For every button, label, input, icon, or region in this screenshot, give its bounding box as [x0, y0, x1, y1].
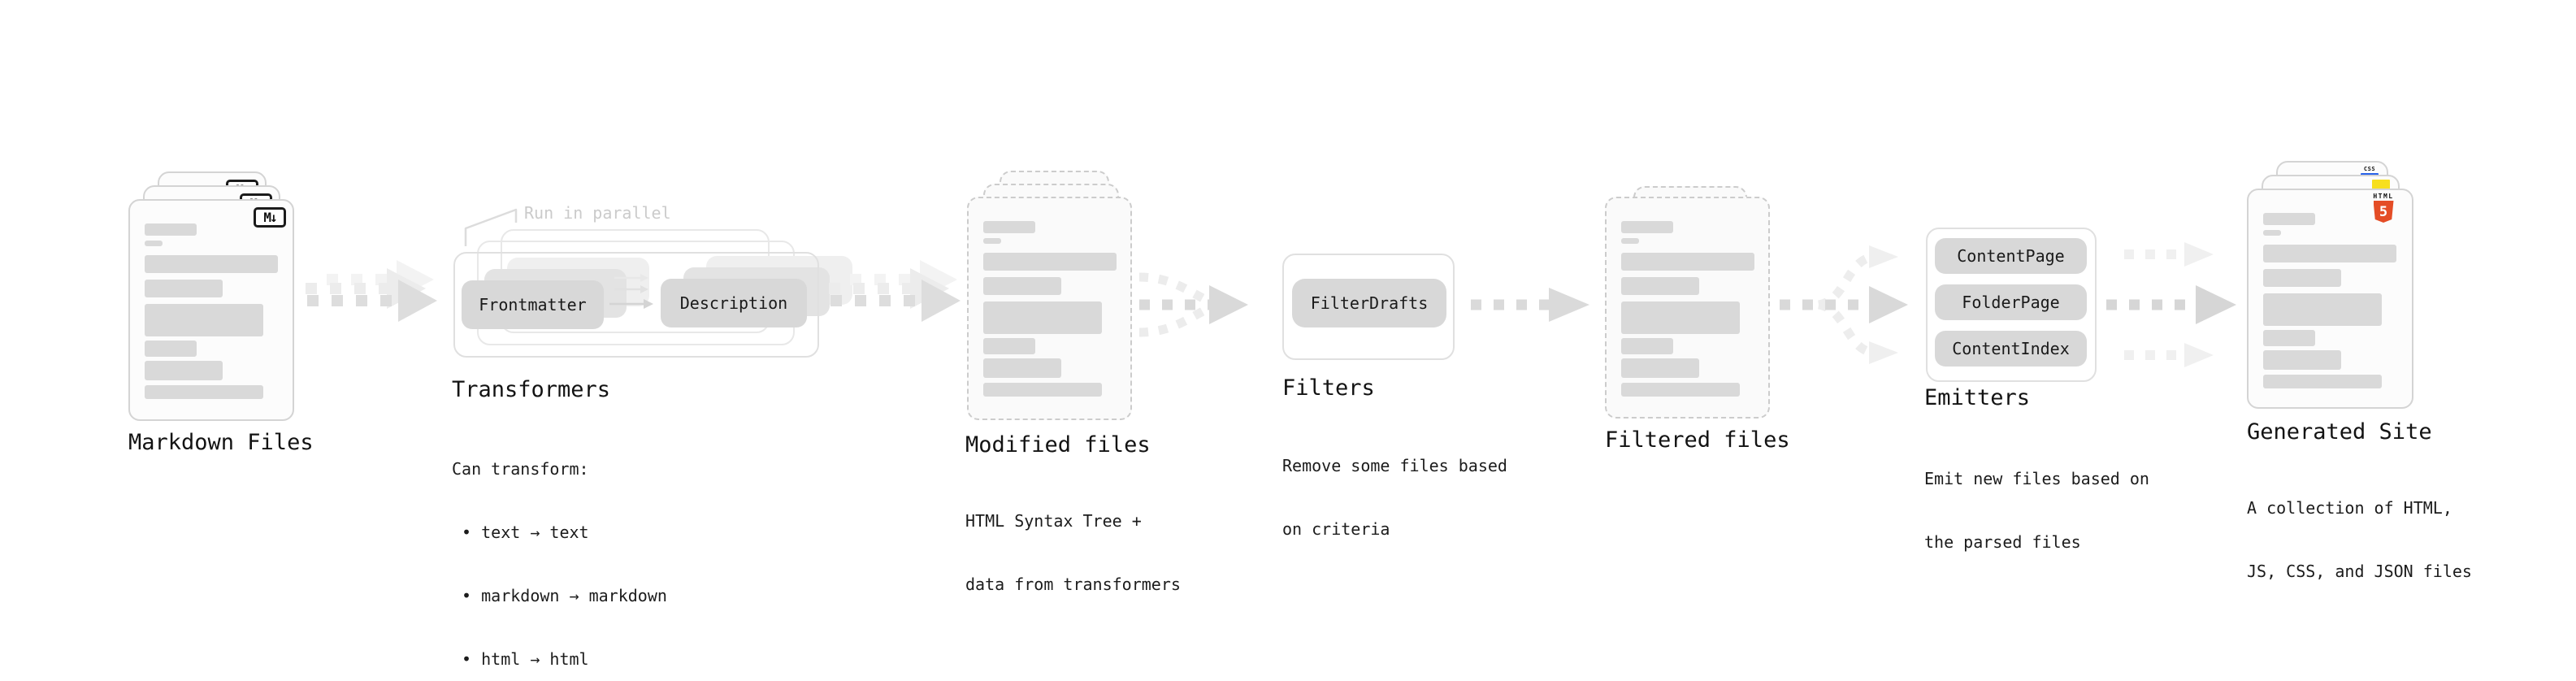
run-in-parallel-note: Run in parallel — [524, 203, 671, 223]
filter-button: FilterDrafts — [1292, 279, 1446, 327]
skeleton-bar — [983, 301, 1102, 334]
html5-icon-label: HTML — [2373, 193, 2394, 200]
stage-description-line: • html → html — [452, 649, 589, 669]
skeleton-bar — [2263, 350, 2341, 370]
emitter-button: ContentIndex — [1935, 331, 2087, 367]
document-skeleton — [983, 221, 1117, 397]
stage-description: Emit new files based on the parsed files — [1924, 426, 2149, 595]
skeleton-bar — [2263, 375, 2382, 388]
stage-title: Filters — [1282, 375, 1375, 401]
skeleton-bar — [2263, 330, 2315, 346]
css-icon-label: CSS — [2363, 166, 2376, 172]
flow-arrow-filters-to-filtered — [1471, 288, 1589, 322]
stage-title: Transformers — [452, 377, 611, 402]
skeleton-bar — [2263, 269, 2341, 287]
skeleton-bar — [2263, 213, 2315, 225]
skeleton-bar — [1621, 277, 1699, 295]
skeleton-bar — [145, 280, 223, 297]
html5-icon-shield: 5 — [2373, 201, 2394, 223]
stage-description: Can transform: • text → text • markdown … — [452, 416, 667, 681]
skeleton-bar — [145, 361, 223, 380]
skeleton-bar — [1621, 358, 1699, 378]
markdown-icon: M↓ — [254, 207, 286, 228]
skeleton-bar — [1621, 253, 1754, 271]
document-skeleton — [145, 223, 278, 399]
transformer-step-button: Description — [661, 279, 807, 327]
stage-description: Remove some files based on criteria — [1282, 413, 1507, 582]
skeleton-bar — [145, 223, 197, 236]
transformer-step-button: Frontmatter — [462, 280, 604, 329]
stage-description: A collection of HTML, JS, CSS, and JSON … — [2247, 455, 2472, 624]
skeleton-bar — [1621, 221, 1673, 233]
stage-description-line: • text → text — [452, 523, 589, 542]
skeleton-bar — [1621, 301, 1740, 334]
stage-description-line: data from transformers — [965, 575, 1181, 594]
stage-description-line: the parsed files — [1924, 532, 2081, 552]
stage-description-line: JS, CSS, and JSON files — [2247, 562, 2472, 581]
skeleton-bar — [983, 253, 1117, 271]
skeleton-bar — [145, 340, 197, 357]
flow-arrow-modified-to-filters — [1138, 272, 1248, 337]
skeleton-bar — [983, 358, 1061, 378]
stage-title: Emitters — [1924, 385, 2031, 410]
flow-arrow-filtered-to-emitters — [1780, 245, 1908, 364]
stage-description-line: • markdown → markdown — [452, 586, 667, 605]
transformers-panel — [453, 252, 819, 358]
skeleton-bar — [2263, 293, 2382, 326]
flow-arrow-emitters-to-generated — [2106, 242, 2236, 367]
emitter-button: ContentPage — [1935, 238, 2087, 274]
filters-panel — [1282, 254, 1455, 360]
flow-arrow-transformers-to-modified — [829, 260, 961, 322]
stage-description-line: Remove some files based — [1282, 456, 1507, 475]
document-sheet: HTML 5 — [2247, 189, 2413, 409]
skeleton-bar — [145, 241, 163, 246]
stage-description: HTML Syntax Tree + data from transformer… — [965, 468, 1181, 637]
skeleton-bar — [983, 277, 1061, 295]
stage-title: Modified files — [965, 432, 1151, 458]
step-link-arrows — [609, 274, 653, 309]
skeleton-bar — [1621, 238, 1639, 244]
document-sheet — [967, 197, 1132, 420]
skeleton-bar — [1621, 383, 1740, 397]
stage-description-line: on criteria — [1282, 519, 1390, 539]
document-skeleton — [2263, 213, 2396, 388]
stage-description-line: HTML Syntax Tree + — [965, 511, 1142, 531]
document-sheet: M↓ — [128, 199, 294, 421]
leader-line — [464, 208, 518, 246]
stage-title: Markdown Files — [128, 430, 314, 455]
skeleton-bar — [983, 383, 1102, 397]
skeleton-bar — [145, 255, 278, 273]
skeleton-bar — [983, 238, 1001, 244]
document-sheet — [1605, 197, 1770, 419]
skeleton-bar — [983, 221, 1035, 233]
stage-description-line: A collection of HTML, — [2247, 498, 2452, 518]
stage-title: Generated Site — [2247, 419, 2432, 445]
stage-title: Filtered files — [1605, 427, 1790, 453]
skeleton-bar — [145, 385, 263, 399]
skeleton-bar — [2263, 230, 2281, 236]
document-skeleton — [1621, 221, 1754, 397]
flow-arrow-markdown-to-transformers — [306, 260, 437, 322]
emitter-button: FolderPage — [1935, 284, 2087, 320]
js-icon — [2372, 180, 2390, 189]
stage-description-line: Can transform: — [452, 459, 589, 479]
emitters-panel — [1926, 228, 2097, 382]
stage-description-line: Emit new files based on — [1924, 469, 2149, 488]
skeleton-bar — [2263, 245, 2396, 262]
skeleton-bar — [145, 304, 263, 336]
skeleton-bar — [983, 338, 1035, 354]
html5-icon: HTML 5 — [2365, 193, 2402, 223]
skeleton-bar — [1621, 338, 1673, 354]
